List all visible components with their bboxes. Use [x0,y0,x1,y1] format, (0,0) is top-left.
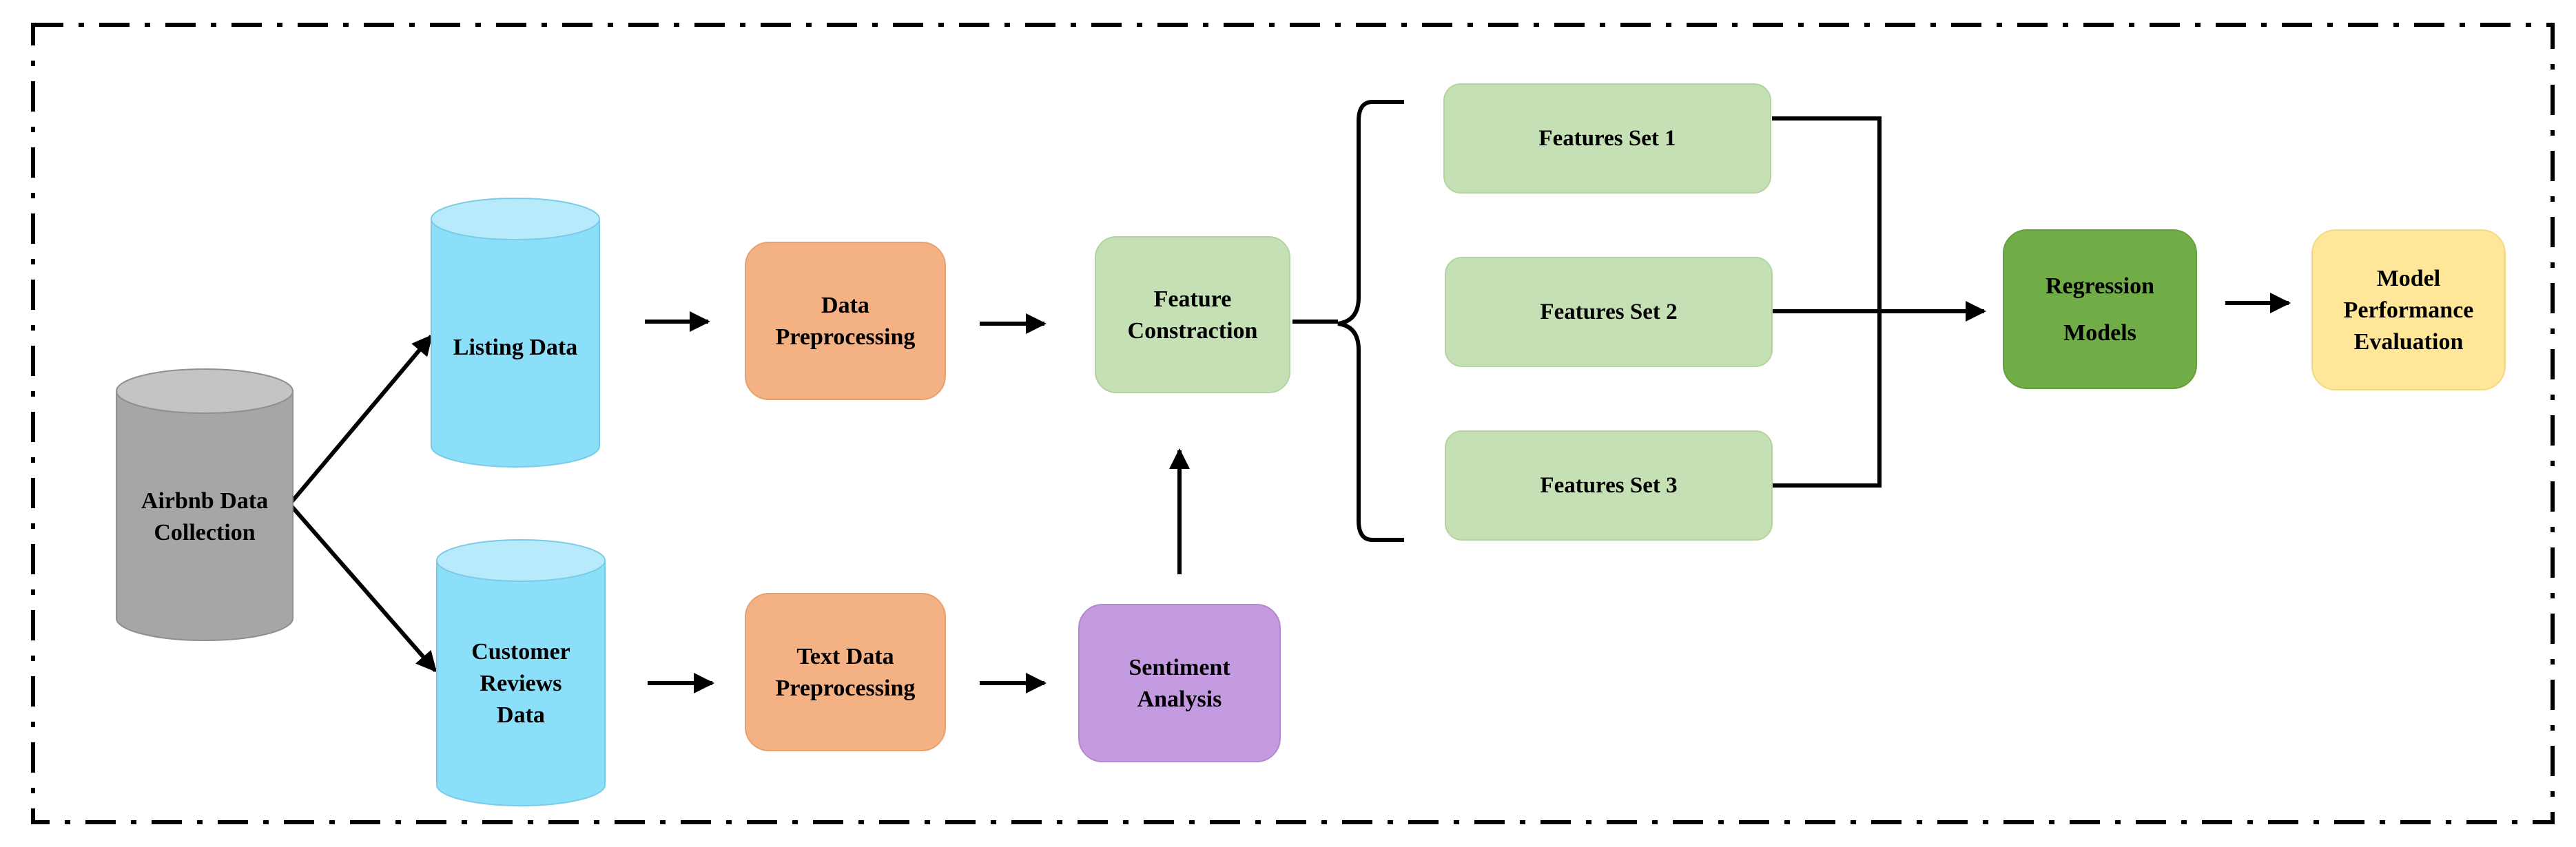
features-set-3-label: Features Set 3 [1540,473,1677,498]
data-preprocessing-label-line: Preprocessing [776,324,916,350]
data-preprocessing-label-line: Data [821,293,869,318]
sentiment-analysis-label-line: Analysis [1137,687,1222,712]
arrow-collection-to-reviews [290,505,437,673]
airbnb-collection-lid [116,368,293,414]
connector-set1 [1772,116,1882,311]
customer-reviews-label-line: Reviews [480,671,562,696]
regression-models-label-line: Models [2063,320,2136,346]
arrow-collection-to-listing [290,334,433,503]
text-preprocessing-label-line: Preprocessing [776,676,916,701]
customer-reviews-label-line: Customer [471,639,570,665]
regression-models-shape [2003,229,2197,389]
sentiment-analysis-shape [1078,604,1281,762]
features-set-3-shape [1445,430,1773,541]
features-set-2-label-line: Features Set 2 [1540,300,1677,324]
listing-data-label: Listing Data [453,335,577,360]
airbnb-collection-label-line: Airbnb Data [141,488,268,514]
model-evaluation-label-line: Model [2377,266,2441,291]
features-set-1-label-line: Features Set 1 [1538,126,1676,151]
model-evaluation-label-line: Performance [2344,297,2474,323]
feature-construction-label-line: Constraction [1128,318,1258,344]
listing-data-lid [431,198,600,240]
features-set-1-shape [1443,83,1771,194]
customer-reviews-body [436,560,606,806]
brace-feature-sets [1337,100,1404,542]
feature-construction-shape [1095,236,1290,393]
features-set-3-label-line: Features Set 3 [1540,473,1677,498]
listing-data-label-line: Listing Data [453,335,577,360]
text-preprocessing-label-line: Text Data [796,644,894,669]
listing-data-body [431,218,600,468]
text-preprocessing-shape [745,593,946,751]
airbnb-collection-label-line: Collection [154,520,255,545]
model-evaluation-label-line: Evaluation [2354,329,2464,355]
connector-set3 [1772,311,1882,488]
features-set-3-box: Features Set 3 [1445,430,1773,541]
features-set-1-box: Features Set 1 [1443,83,1771,194]
listing-data-cylinder: Listing Data [431,198,600,468]
customer-reviews-lid [436,539,606,582]
regression-models-label-line: Regression [2046,273,2154,299]
outer-frame [31,23,2555,824]
customer-reviews-label-line: Data [497,702,545,728]
feature-construction-label-line: Feature [1154,286,1232,312]
features-set-2-box: Features Set 2 [1445,257,1773,367]
model-evaluation-shape [2311,229,2506,390]
sentiment-analysis-label-line: Sentiment [1129,655,1230,680]
features-set-2-shape [1445,257,1773,367]
airbnb-collection-body [116,390,293,641]
features-set-1-label: Features Set 1 [1538,126,1676,151]
connectors [290,100,2291,693]
features-set-2-label: Features Set 2 [1540,300,1677,324]
data-preprocessing-shape [745,242,946,400]
